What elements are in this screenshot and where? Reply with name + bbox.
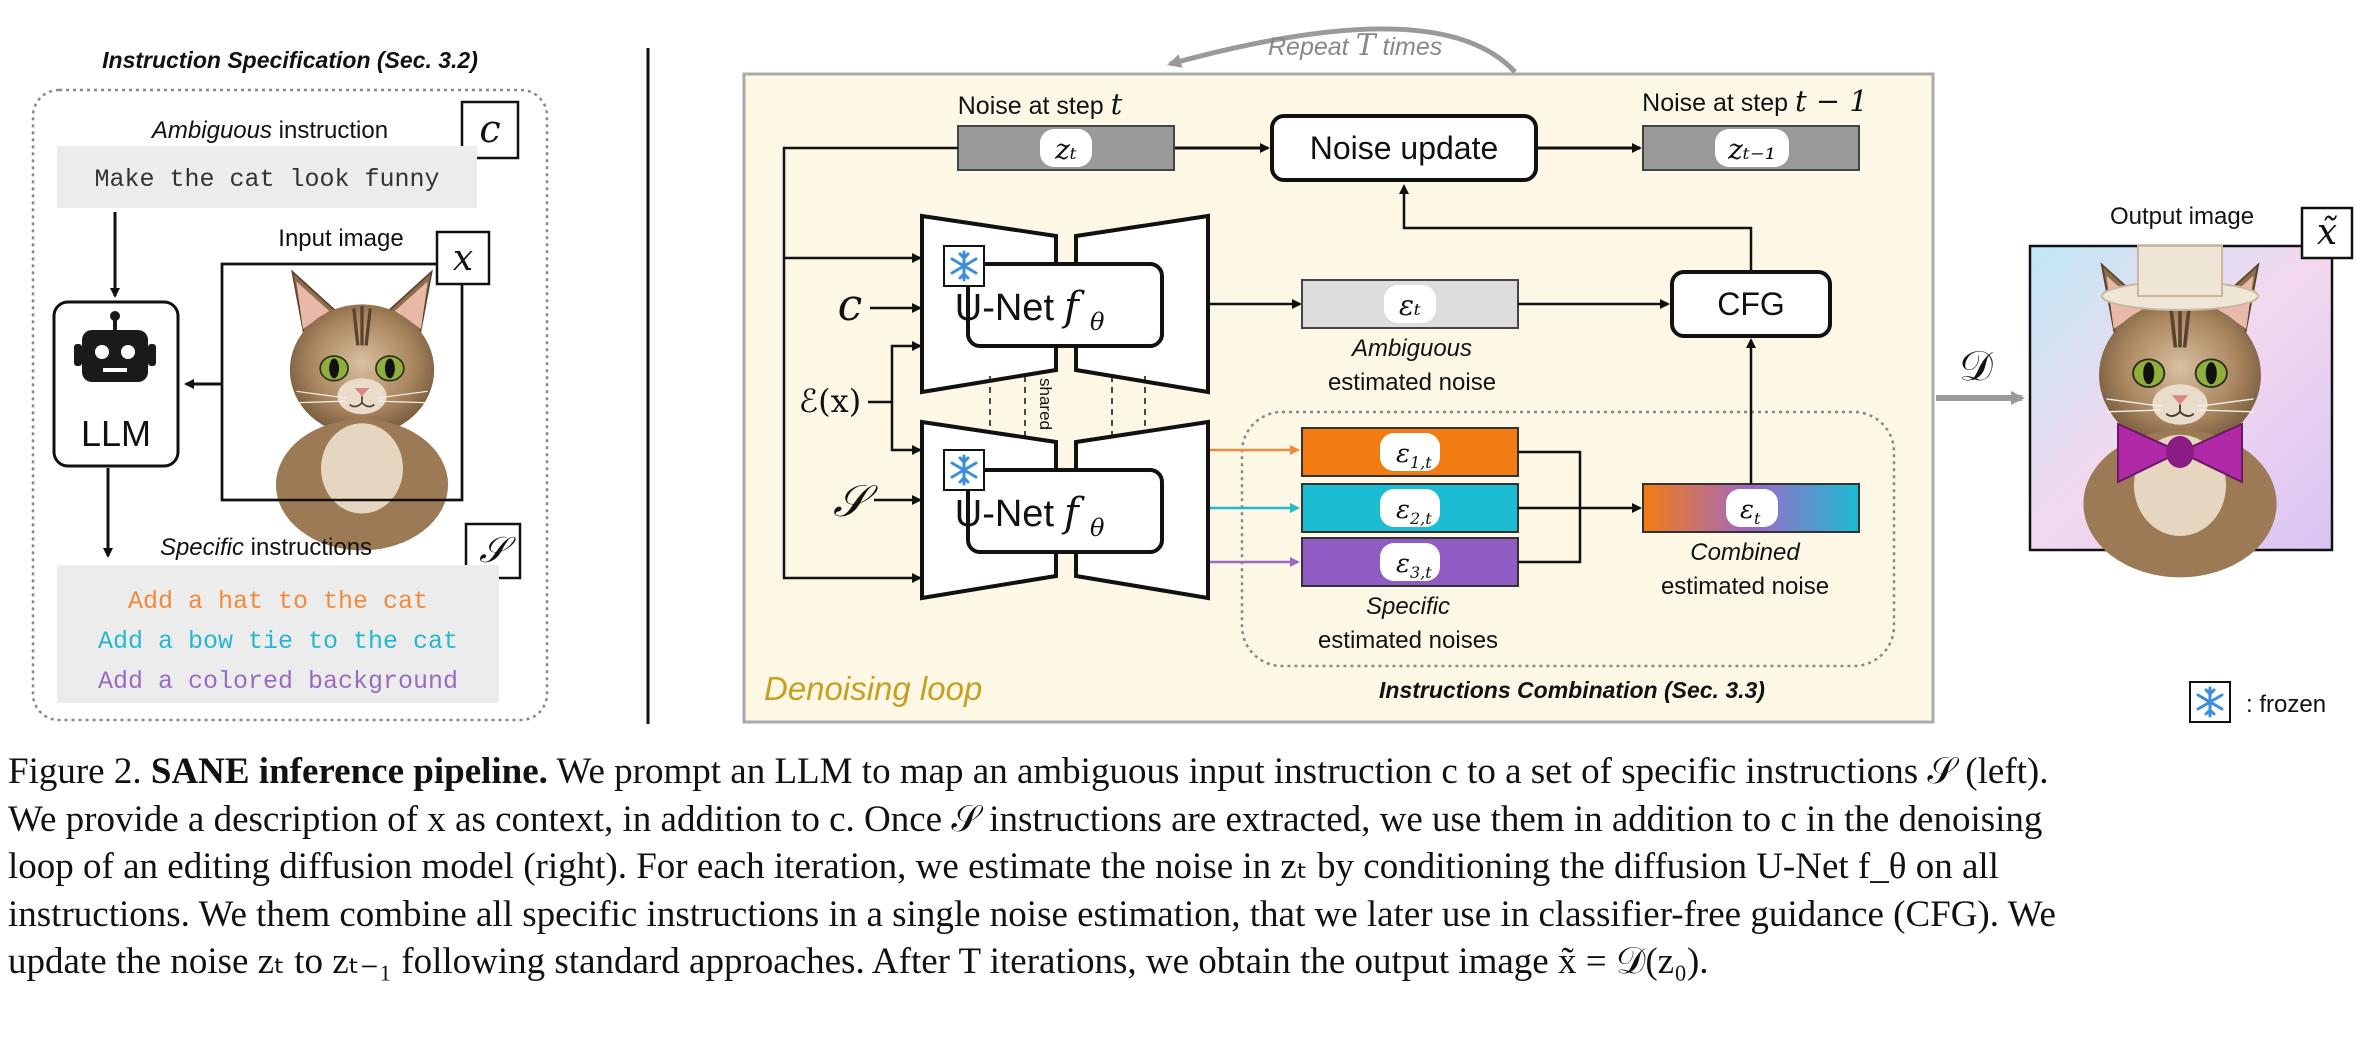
ambiguous-instruction-label: Ambiguous instruction [150,117,388,144]
unet-bottom: U-Net f θ [920,419,1210,601]
eps-3-pill [1380,543,1440,581]
ambiguous-instruction-text: Make the cat look funny [94,165,439,194]
frozen-legend-label: : frozen [2246,691,2326,718]
specific-instruction-3: Add a colored background [98,667,458,696]
snowflake-icon-bottom [942,448,986,492]
pipeline-diagram: Instruction Specification (Sec. 3.2) Amb… [31,26,2354,724]
combined-em: Combined [1690,539,1800,566]
unet-top: U-Net f θ [920,213,1210,395]
snowflake-icon-top [942,244,986,288]
symbol-c: c [479,107,500,151]
hat-shape [2101,245,2259,311]
combined-pill [1726,489,1778,527]
output-symbol: x̃ [2317,212,2337,253]
unet-top-label: U-Net [955,287,1055,329]
combined-rest: estimated noise [1661,573,1829,600]
ambiguous-em: Ambiguous [150,117,272,144]
arrow-ex-to-bottom [890,402,922,455]
z-t1-pill [1715,129,1789,167]
unet-bottom-sub: θ [1090,514,1105,542]
cfg-label: CFG [1717,286,1785,322]
left-panel-title: Instruction Specification (Sec. 3.2) [102,47,478,73]
loop-feed-line [782,146,958,583]
specific-em: Specific [160,534,244,561]
specific-instructions-box [57,565,499,703]
output-cat-image [2028,244,2334,580]
caption-label: Figure 2. [8,751,151,792]
input-image-label: Input image [278,225,403,252]
eps-2-pill [1380,489,1440,527]
caption-line-1: Figure 2. SANE inference pipeline. We pr… [8,748,2370,796]
llm-label: LLM [81,413,151,454]
arrow-ex-to-top [868,341,922,404]
specific-noises-rest: estimated noises [1318,627,1498,654]
bow-tie-shape [2117,422,2243,484]
noise-update-label: Noise update [1310,130,1499,166]
caption-line-2: We provide a description of x as context… [8,798,2043,840]
caption-text-1: We prompt an LLM to map an ambiguous inp… [547,751,2049,792]
combination-box [1240,410,1896,668]
frozen-legend-icon [2188,680,2232,724]
unet-top-sub: θ [1090,308,1105,336]
output-image-label: Output image [2110,203,2254,230]
noise-step-t-label: Noise at step t [958,87,1123,121]
combined-symbol: εt [1740,495,1761,528]
repeat-arrow [1167,26,1517,74]
specific-noises-em: Specific [1366,593,1450,620]
eps-1-pill [1380,433,1440,471]
z-t1-symbol: zₜ₋₁ [1727,133,1776,166]
ambiguous-noise-rest: estimated noise [1328,369,1496,396]
z-t-symbol: zₜ [1054,133,1077,166]
denoising-loop-label: Denoising loop [764,670,982,707]
noise-step-t1-label: Noise at step t − 1 [1642,84,1868,118]
repeat-label: Repeat T times [1268,28,1442,63]
input-ex-label: ℰ(x) [799,382,861,420]
unet-bottom-label: U-Net [955,493,1055,535]
shared-label: shared [1036,378,1055,430]
combination-title: Instructions Combination (Sec. 3.3) [1379,677,1765,703]
eps-1-symbol: ε1,t [1396,439,1432,472]
robot-icon [74,311,156,382]
specific-instruction-2: Add a bow tie to the cat [98,627,458,656]
caption-line-3: loop of an editing diffusion model (righ… [8,846,1999,887]
ambiguous-instruction-box [57,146,477,208]
specific-instructions-label: Specific instructions [160,534,372,561]
eps-t-symbol: εₜ [1399,289,1421,322]
z-t-pill [1040,129,1092,167]
output-symbol-box [2300,206,2354,260]
figure-caption: Figure 2. SANE inference pipeline. We pr… [8,748,2370,986]
symbol-x-box [435,230,491,286]
eps-3-symbol: ε3,t [1396,549,1432,582]
ambiguous-noise-em: Ambiguous [1350,335,1472,362]
specific-instruction-1: Add a hat to the cat [128,587,428,616]
input-c-label: c [838,280,863,331]
symbol-x: x [453,238,473,279]
caption-line-5: update the noise zₜ to zₜ₋₁ following st… [8,941,1709,982]
eps-t-pill [1384,285,1436,323]
caption-title: SANE inference pipeline. [150,751,548,792]
left-panel-border [31,88,549,722]
caption-line-4: instructions. We them combine all specif… [8,893,2056,935]
eps-2-symbol: ε2,t [1396,495,1432,528]
input-cat-image [220,262,464,553]
denoising-panel: Repeat T times Noise at step t zₜ Noise … [742,26,2354,724]
instruction-specification-panel: Instruction Specification (Sec. 3.2) Amb… [31,47,549,722]
decoder-symbol: 𝒟 [1959,341,1993,390]
arrow-cfg-to-update [1399,184,1753,272]
ambiguous-rest: instruction [272,117,388,144]
specific-rest: instructions [244,534,372,561]
